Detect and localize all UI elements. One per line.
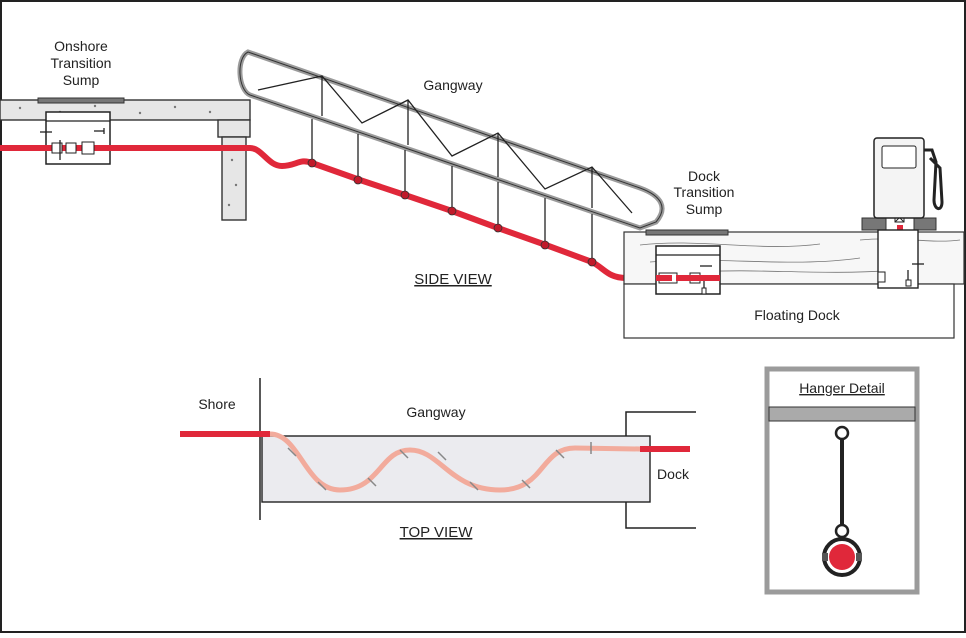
dock-sump-label-line1: Dock <box>688 168 721 184</box>
onshore-sump-label-line3: Sump <box>63 72 100 88</box>
side-view: Onshore Transition Sump Gangway Dock Tra… <box>0 38 965 339</box>
gangway-truss <box>237 49 665 231</box>
pipe-clamp-icon <box>822 537 862 577</box>
floating-dock-label: Floating Dock <box>754 307 841 323</box>
shore-label: Shore <box>198 396 236 412</box>
dock-sump <box>655 245 721 295</box>
dock-label: Dock <box>657 466 690 482</box>
hanger-beam <box>768 406 916 422</box>
hanger-detail-title: Hanger Detail <box>799 380 885 396</box>
onshore-concrete-slab <box>0 97 251 221</box>
top-view: Shore Gangway Dock TOP VIEW <box>180 378 696 541</box>
onshore-sump <box>45 111 111 165</box>
top-view-label: TOP VIEW <box>400 524 474 541</box>
onshore-sump-label-line1: Onshore <box>54 38 108 54</box>
dock-sump-label-line2: Transition <box>674 184 735 200</box>
pipe-top-view-flexible <box>269 431 641 493</box>
onshore-sump-label-line2: Transition <box>51 55 112 71</box>
onshore-sump-fittings <box>40 128 105 160</box>
side-view-label: SIDE VIEW <box>414 271 492 288</box>
gangway-label-top: Gangway <box>406 404 465 420</box>
gangway-hangers <box>307 119 597 267</box>
dock-sump-label-line3: Sump <box>686 201 723 217</box>
top-view-hanger-ticks <box>287 442 592 491</box>
fuel-dispenser-icon <box>873 137 944 219</box>
hanger-detail: Hanger Detail <box>764 366 920 595</box>
gangway-label-side: Gangway <box>423 77 482 93</box>
